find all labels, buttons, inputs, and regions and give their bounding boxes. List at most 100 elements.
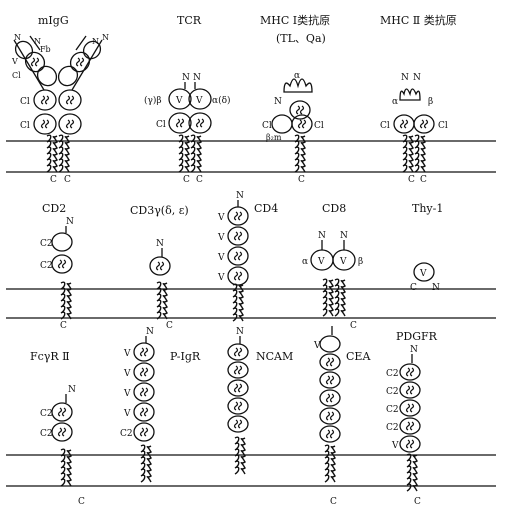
cd4-n: N: [236, 191, 244, 201]
fcgr-molecule: FcγR Ⅱ N C2 C2 C: [30, 350, 85, 507]
cd2-molecule: CD2 N C2 C2 C: [40, 202, 74, 331]
cd8-alpha: α: [302, 257, 308, 267]
mhc1-label: MHC Ⅰ类抗原: [260, 13, 330, 27]
pdgfr-c: C: [414, 497, 421, 507]
mhc1-b2m: β₂m: [266, 133, 282, 142]
mhc1-c1-left: Cl: [262, 121, 272, 131]
migg-n-left2: N: [34, 37, 41, 46]
thy1-c: C: [410, 283, 417, 293]
mhc2-beta: β: [428, 97, 433, 107]
cd4-v-4: V: [217, 273, 225, 283]
migg-c1-left-b: Cl: [20, 121, 30, 131]
pdgfr-molecule: PDGFR N C2 C2 C2 C2 V C: [386, 330, 438, 507]
cd4-label: CD4: [254, 202, 278, 215]
mhc1-alpha: α: [294, 71, 300, 81]
pigr-c2: C2: [120, 429, 133, 439]
tcr-n-right: N: [193, 73, 201, 83]
pdgfr-c2-3: C2: [386, 405, 399, 415]
cd8-v-left: V: [317, 257, 325, 267]
mhc1-subtitle: (TL、Qa): [276, 32, 326, 45]
cea-molecule: CEA V C: [313, 326, 371, 507]
cd8-n-left: N: [318, 231, 326, 241]
mhc2-c1-left: Cl: [380, 121, 390, 131]
cd2-label: CD2: [42, 202, 66, 215]
pigr-n: N: [146, 327, 154, 337]
membrane-row-1: [6, 140, 496, 173]
cd2-c: C: [60, 321, 67, 331]
pigr-v-4: V: [123, 409, 131, 419]
pigr-v-2: V: [123, 369, 131, 379]
mhc2-alpha: α: [392, 97, 398, 107]
pdgfr-c2-4: C2: [386, 423, 399, 433]
thy1-molecule: Thy-1 V C N: [410, 202, 443, 293]
cd8-label: CD8: [322, 202, 346, 215]
migg-n-right2: N: [102, 33, 109, 42]
migg-label: mIgG: [38, 14, 69, 27]
ncam-label: NCAM: [256, 350, 293, 363]
mhc2-molecule: MHC Ⅱ 类抗原 N N α β Cl Cl C C: [380, 13, 457, 185]
migg-fb-label: Fb: [40, 45, 51, 54]
mhc2-c1-right: Cl: [438, 121, 448, 131]
fcgr-label: FcγR Ⅱ: [30, 350, 70, 363]
pdgfr-c2-2: C2: [386, 387, 399, 397]
cd3-molecule: CD3γ(δ, ε) N C: [130, 204, 189, 331]
cd8-c: C: [350, 321, 357, 331]
cd4-molecule: CD4 N V V V V: [217, 191, 278, 322]
migg-cl-left: Cl: [12, 71, 21, 80]
cd8-n-right: N: [340, 231, 348, 241]
migg-c-left: C: [50, 175, 57, 185]
mhc1-c: C: [298, 175, 305, 185]
pdgfr-n: N: [410, 345, 418, 355]
tcr-chain-left: (γ)β: [144, 95, 162, 106]
cd8-v-right: V: [339, 257, 347, 267]
tcr-label: TCR: [177, 14, 202, 27]
tcr-c-left: C: [183, 175, 190, 185]
pdgfr-v: V: [391, 441, 399, 451]
tcr-v-left: V: [175, 96, 183, 106]
membrane-row-2: [6, 288, 496, 319]
membrane-row-3: [6, 454, 496, 487]
pigr-label: P-IgR: [170, 350, 201, 363]
fcgr-n: N: [68, 385, 76, 395]
cd2-c2-b: C2: [40, 261, 53, 271]
thy1-label: Thy-1: [412, 202, 443, 215]
mhc2-n-right: N: [413, 73, 421, 83]
fcgr-c2-a: C2: [40, 409, 53, 419]
migg-n-right: N: [92, 37, 99, 46]
mhc1-c1-right: Cl: [314, 121, 324, 131]
cd3-c: C: [166, 321, 173, 331]
mhc2-c-left: C: [408, 175, 415, 185]
pigr-molecule: P-IgR N V V V V C2: [120, 327, 201, 483]
tcr-chain-right: α(δ): [212, 95, 231, 106]
mhc2-c-right: C: [420, 175, 427, 185]
tcr-c-right: C: [196, 175, 203, 185]
cea-c: C: [330, 497, 337, 507]
migg-molecule: mIgG N N N N V Fb Cl Cl Cl C: [11, 14, 109, 185]
thy1-v: V: [419, 269, 427, 279]
tcr-v-right: V: [195, 96, 203, 106]
migg-v-left: V: [11, 57, 18, 66]
migg-c-right: C: [64, 175, 71, 185]
thy1-n: N: [432, 283, 440, 293]
ncam-molecule: NCAM N: [227, 327, 293, 475]
cd2-c2-a: C2: [40, 239, 53, 249]
migg-n-left: N: [14, 33, 21, 42]
mhc1-n: N: [274, 97, 282, 107]
cd3-label: CD3γ(δ, ε): [130, 204, 189, 217]
mhc1-molecule: MHC Ⅰ类抗原 (TL、Qa) α N Cl Cl β₂m C: [260, 13, 330, 185]
cea-label: CEA: [346, 350, 371, 363]
fcgr-c: C: [78, 497, 85, 507]
pdgfr-c2-1: C2: [386, 369, 399, 379]
pdgfr-label: PDGFR: [396, 330, 438, 343]
cd2-n: N: [66, 217, 74, 227]
pigr-v-1: V: [123, 349, 131, 359]
pigr-v-3: V: [123, 389, 131, 399]
cea-v: V: [313, 341, 321, 351]
mhc2-n-left: N: [401, 73, 409, 83]
ncam-n: N: [236, 327, 244, 337]
cd3-n: N: [156, 239, 164, 249]
cd8-beta: β: [358, 257, 363, 267]
tcr-c1-label: Cl: [156, 120, 166, 130]
